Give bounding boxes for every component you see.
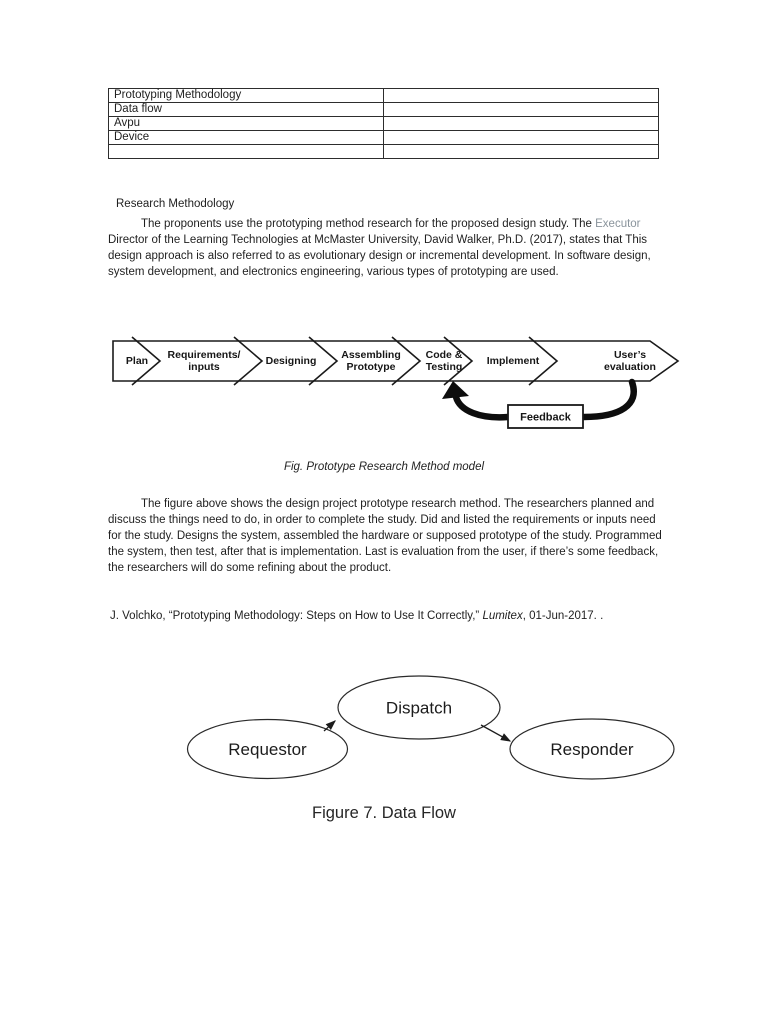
edge-dispatch-responder <box>480 724 512 742</box>
table-cell-value <box>383 102 659 117</box>
chevron-divider <box>308 336 339 386</box>
feedback-label: Feedback <box>520 412 572 424</box>
process-band-shape <box>112 340 680 382</box>
table-cell-term <box>108 144 384 159</box>
chevron-divider <box>528 336 559 386</box>
paragraph-methodology: The proponents use the prototyping metho… <box>108 216 665 280</box>
feedback-box <box>507 404 584 429</box>
table-row: Device <box>108 130 659 145</box>
chevron-divider <box>131 336 162 386</box>
chevron-divider <box>443 336 474 386</box>
figure-caption: Fig. Prototype Research Method model <box>283 461 485 473</box>
table-cell-term: Prototyping Methodology <box>108 88 384 103</box>
process-step-label: Implement <box>486 354 540 367</box>
process-flow-figure: Feedback Plan Requirements/ inputs Desig… <box>108 333 680 433</box>
chevron-divider <box>391 336 422 386</box>
citation: J. Volchko, “Prototyping Methodology: St… <box>110 608 603 624</box>
feedback-curve-right <box>580 378 637 421</box>
feedback-curve-left <box>452 393 512 421</box>
process-flow-diagram: Feedback <box>112 336 680 429</box>
node-ellipse-requestor <box>186 718 349 780</box>
table-row: Data flow <box>108 102 659 117</box>
process-step-label: Plan <box>125 354 149 367</box>
process-step-label: Requirements/ inputs <box>167 348 241 374</box>
table-cell-value <box>383 144 659 159</box>
definition-table: Prototyping Methodology Data flow Avpu D… <box>108 88 659 159</box>
node-ellipse-responder <box>509 718 675 780</box>
section-heading: Research Methodology <box>116 198 235 210</box>
process-step-label: Assembling Prototype <box>341 348 401 374</box>
table-cell-term: Data flow <box>108 102 384 117</box>
table-row <box>108 144 659 159</box>
citation-source: Lumitex <box>482 610 523 622</box>
node-label: Dispatch <box>386 699 452 718</box>
feedback-arrowhead-icon <box>442 381 469 399</box>
citation-text: , 01-Jun-2017. . <box>522 610 604 622</box>
table-cell-value <box>383 130 659 145</box>
edge-requestor-dispatch <box>323 720 336 732</box>
chevron-divider <box>233 336 264 386</box>
process-step-label: Code & Testing <box>425 348 463 374</box>
table-cell-value <box>383 116 659 131</box>
table-cell-term: Avpu <box>108 116 384 131</box>
node-label: Responder <box>550 740 634 759</box>
process-step-label: Designing <box>265 354 317 367</box>
node-label: Requestor <box>228 740 307 759</box>
paragraph-text: The proponents use the prototyping metho… <box>141 218 596 230</box>
grey-word: Executor <box>595 218 641 230</box>
table-row: Prototyping Methodology <box>108 88 659 103</box>
table-cell-value <box>383 88 659 103</box>
process-step-label: User’s evaluation <box>604 348 656 374</box>
node-ellipse-dispatch <box>337 675 501 740</box>
data-flow-diagram: Requestor Dispatch Responder <box>186 675 675 780</box>
table-row: Avpu <box>108 116 659 131</box>
figure7-caption: Figure 7. Data Flow <box>312 804 456 822</box>
citation-text: J. Volchko, “Prototyping Methodology: St… <box>110 610 483 622</box>
table-cell-term: Device <box>108 130 384 145</box>
paragraph-text: Director of the Learning Technologies at… <box>108 234 651 278</box>
paragraph-figure-description: The figure above shows the design projec… <box>108 498 662 574</box>
data-flow-figure: Requestor Dispatch Responder <box>180 663 692 791</box>
